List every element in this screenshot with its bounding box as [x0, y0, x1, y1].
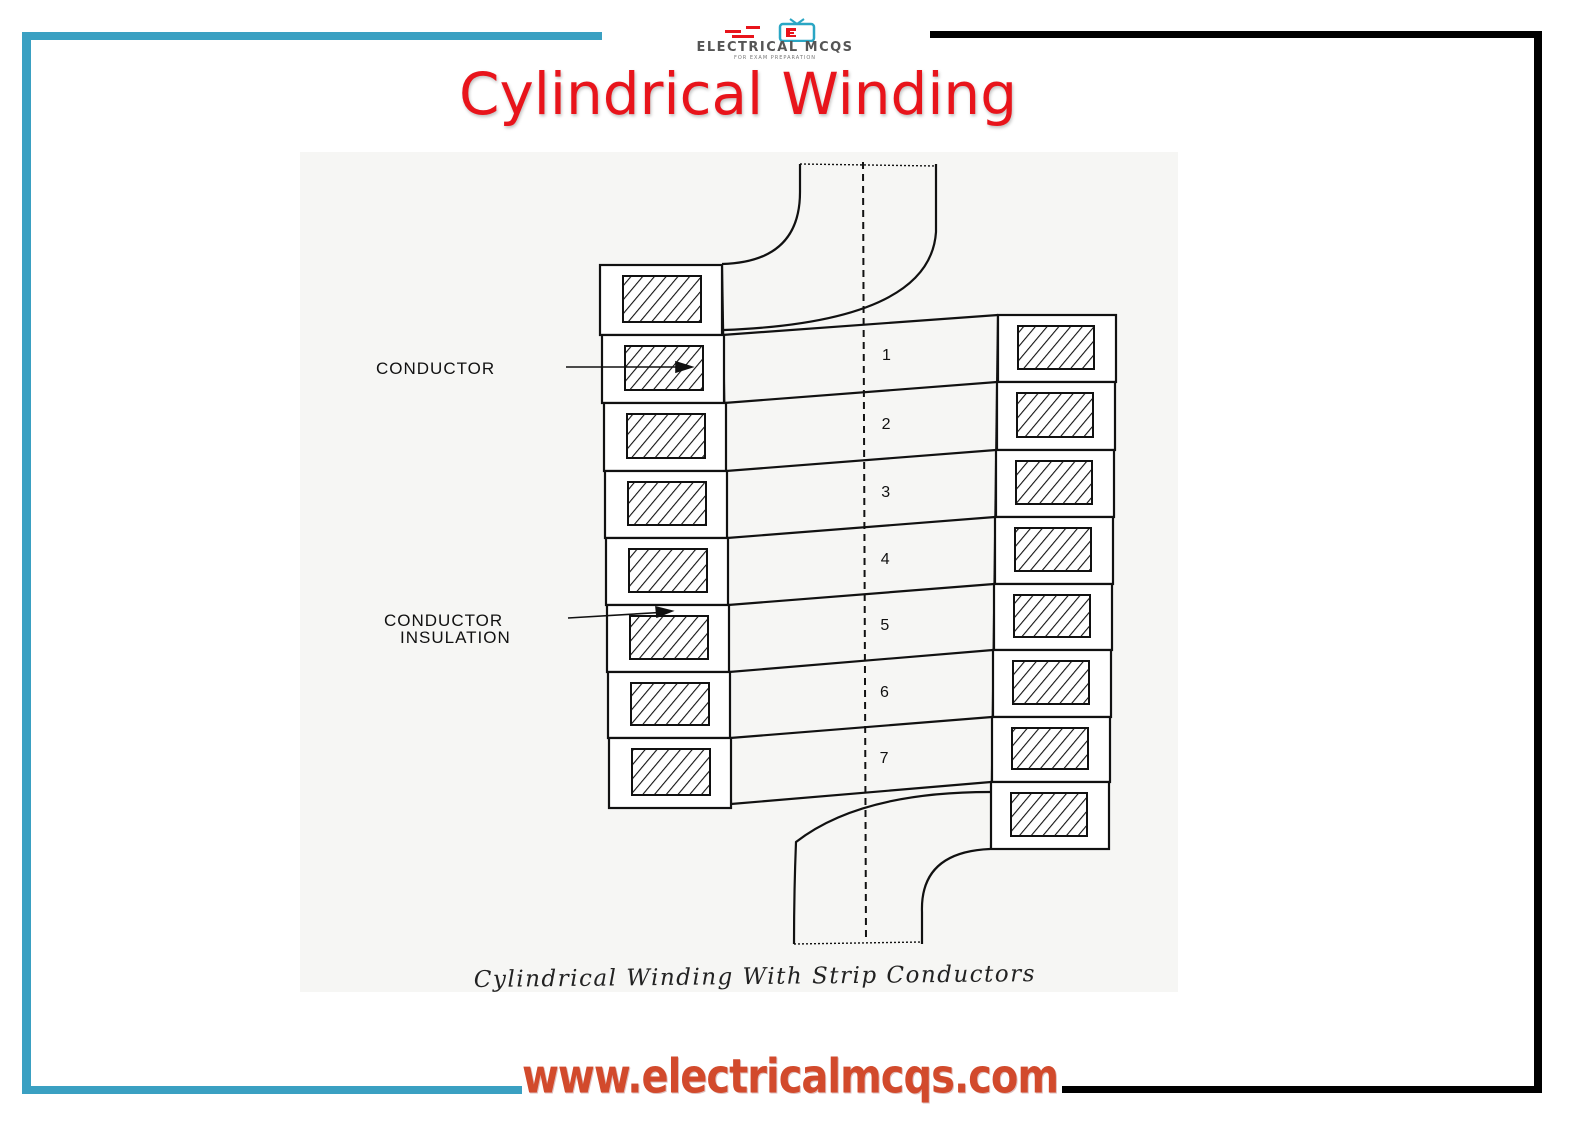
logo-tv-icon [725, 18, 816, 43]
frame-right-border [1534, 31, 1542, 1093]
turn-strip-edge [725, 448, 997, 473]
frame-top-border-blue [22, 32, 602, 40]
insulation-arrowhead [655, 605, 675, 619]
turn-strip-edge [723, 380, 998, 405]
turn-number-7: 7 [880, 750, 889, 767]
website-url: www.electricalmcqs.com [521, 1050, 1059, 1105]
right-conductor-hatched [1016, 392, 1094, 438]
right-conductor-hatched [1012, 660, 1090, 705]
right-conductor-hatched [1014, 527, 1092, 572]
turn-strip-edge [730, 780, 992, 806]
top-lead-break [799, 163, 937, 167]
conductor-arrowhead [675, 360, 695, 374]
bottom-lead-right-edge [920, 847, 991, 944]
logo-tagline: FOR EXAM PREPARATION [733, 55, 817, 61]
top-lead-left-edge [721, 164, 802, 266]
site-logo: ELECTRICAL MCQS FOR EXAM PREPARATION [640, 18, 910, 64]
turn-strip-edge [726, 515, 996, 540]
turn-number-5: 5 [880, 617, 889, 634]
right-conductor-hatched [1011, 727, 1089, 770]
turn-number-2: 2 [882, 416, 891, 433]
logo-name: ELECTRICAL MCQS [696, 40, 854, 55]
left-conductor-hatched [631, 748, 711, 796]
left-conductor-hatched [627, 481, 707, 526]
frame-top-border-black [930, 31, 1542, 38]
left-conductor-hatched [630, 682, 710, 726]
conductor-label: CONDUCTOR [376, 359, 495, 378]
turn-strip-edge [727, 582, 995, 607]
insulation-arrow [567, 611, 669, 619]
page-title: Cylindrical Winding [458, 60, 1018, 128]
cylindrical-winding-diagram: CONDUCTOR CONDUCTOR INSULATION 1 2 3 4 5 6 7 C… [376, 161, 1118, 992]
centre-axis-line [862, 161, 867, 943]
bottom-lead-left-edge [792, 790, 991, 945]
turn-number-6: 6 [880, 684, 889, 701]
right-conductor-hatched [1013, 594, 1091, 638]
left-conductor-hatched [629, 615, 709, 660]
turn-number-1: 1 [882, 347, 891, 364]
left-conductor-hatched [622, 275, 702, 323]
frame-left-border [22, 32, 31, 1094]
top-lead-right-edge [723, 164, 938, 332]
frame-bottom-border-black [1062, 1086, 1542, 1093]
diagram-caption: Cylindrical Winding With Strip Conductor… [474, 961, 1036, 992]
turn-strip-edge [721, 313, 999, 337]
bottom-lead-break [793, 941, 923, 945]
turn-number-3: 3 [881, 484, 890, 501]
right-conductor-hatched [1015, 460, 1093, 505]
insulation-label-line1: CONDUCTOR [384, 611, 503, 630]
turn-strip-edge [729, 715, 993, 740]
right-conductor-hatched [1017, 325, 1095, 370]
frame-bottom-border-blue [22, 1086, 522, 1094]
right-conductor-hatched [1010, 792, 1088, 837]
left-conductor-hatched [626, 413, 706, 459]
insulation-label-line2: INSULATION [400, 628, 511, 647]
left-conductor-hatched [628, 548, 708, 593]
turn-strip-edge [728, 648, 994, 674]
turn-number-4: 4 [881, 551, 890, 568]
